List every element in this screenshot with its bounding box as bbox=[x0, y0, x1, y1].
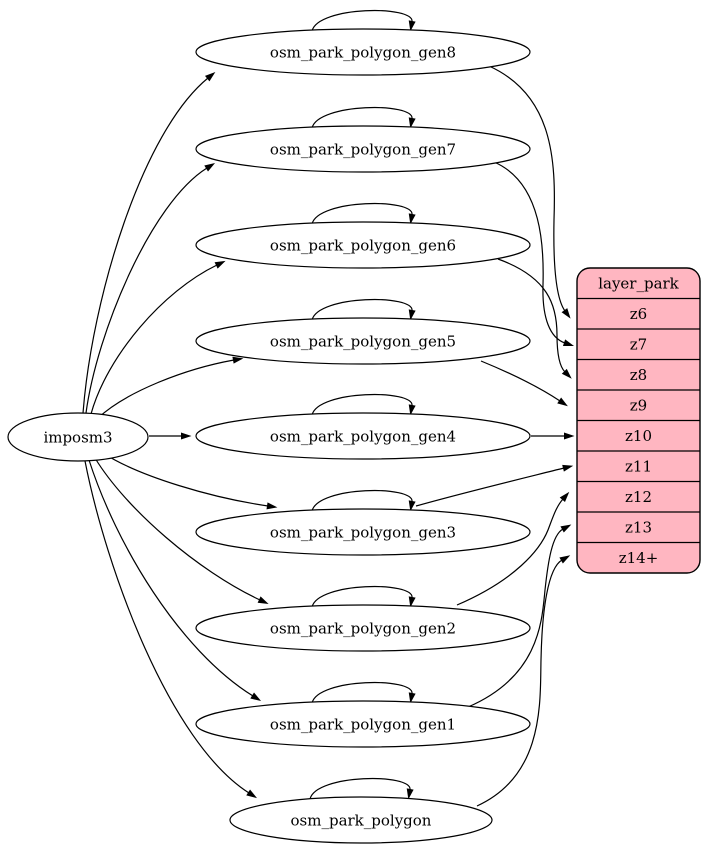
node-label: imposm3 bbox=[43, 428, 112, 446]
edge-osm_park_polygon_gen8-to-z6 bbox=[488, 65, 571, 319]
node-ellipse bbox=[195, 412, 531, 460]
self-loop-osm_park_polygon bbox=[309, 777, 414, 800]
edge-imposm3-to-osm_park_polygon bbox=[84, 460, 258, 799]
node-ellipse bbox=[229, 796, 493, 844]
edge-osm_park_polygon_gen3-to-z11 bbox=[415, 464, 574, 507]
node-label: osm_park_polygon_gen7 bbox=[270, 140, 456, 158]
edge-osm_park_polygon_gen7-to-z7 bbox=[493, 161, 575, 347]
node-ellipse bbox=[195, 28, 531, 76]
edge-imposm3-to-osm_park_polygon_gen6 bbox=[90, 260, 226, 415]
edge-imposm3-to-osm_park_polygon_gen2 bbox=[94, 457, 269, 605]
self-loop-osm_park_polygon_gen3 bbox=[311, 489, 416, 512]
node-label: osm_park_polygon_gen1 bbox=[270, 715, 456, 733]
node-ellipse bbox=[195, 221, 531, 269]
graph-node-osm_park_polygon_gen4: osm_park_polygon_gen4 bbox=[195, 412, 531, 460]
node-label: osm_park_polygon_gen2 bbox=[270, 619, 456, 637]
table-row-z7: z7 bbox=[630, 336, 647, 354]
graph-node-osm_park_polygon_gen6: osm_park_polygon_gen6 bbox=[195, 221, 531, 269]
self-loop-osm_park_polygon_gen5 bbox=[311, 298, 416, 321]
edge-osm_park_polygon_gen6-to-z8 bbox=[497, 258, 572, 379]
graph-node-osm_park_polygon: osm_park_polygon bbox=[229, 796, 493, 844]
table-row-z10: z10 bbox=[625, 427, 652, 445]
node-ellipse bbox=[195, 125, 531, 173]
edge-imposm3-to-osm_park_polygon_gen5 bbox=[97, 356, 244, 419]
table-row-z11: z11 bbox=[625, 458, 652, 476]
self-loop-osm_park_polygon_gen1 bbox=[311, 681, 416, 704]
self-loop-osm_park_polygon_gen6 bbox=[311, 202, 416, 225]
node-label: osm_park_polygon_gen6 bbox=[270, 236, 456, 254]
self-loop-osm_park_polygon_gen8 bbox=[311, 9, 416, 32]
node-label: osm_park_polygon_gen8 bbox=[270, 43, 456, 61]
edge-imposm3-to-osm_park_polygon_gen8 bbox=[82, 71, 216, 414]
table-row-z8: z8 bbox=[630, 366, 647, 384]
table-row-z9: z9 bbox=[630, 397, 647, 415]
graph-node-osm_park_polygon_gen3: osm_park_polygon_gen3 bbox=[195, 508, 531, 556]
table-row-z14+: z14+ bbox=[619, 549, 659, 567]
node-ellipse bbox=[195, 700, 531, 748]
node-ellipse bbox=[7, 412, 149, 462]
graph-node-osm_park_polygon_gen7: osm_park_polygon_gen7 bbox=[195, 125, 531, 173]
node-label: osm_park_polygon_gen4 bbox=[270, 427, 456, 445]
self-loop-osm_park_polygon_gen7 bbox=[311, 106, 416, 129]
table-row-label: z12 bbox=[625, 488, 652, 506]
self-loop-osm_park_polygon_gen2 bbox=[311, 585, 416, 608]
graph-node-osm_park_polygon_gen8: osm_park_polygon_gen8 bbox=[195, 28, 531, 76]
table-row-z6: z6 bbox=[630, 305, 647, 323]
table-row-label: z10 bbox=[625, 427, 652, 445]
edge-imposm3-to-osm_park_polygon_gen3 bbox=[102, 452, 278, 510]
table-row-label: z9 bbox=[630, 397, 647, 415]
node-label: osm_park_polygon_gen5 bbox=[270, 332, 456, 350]
table-row-z12: z12 bbox=[625, 488, 652, 506]
node-ellipse bbox=[195, 604, 531, 652]
graph-node-imposm3: imposm3 bbox=[7, 412, 149, 462]
edge-osm_park_polygon_gen5-to-z9 bbox=[480, 360, 568, 407]
table-row-z13: z13 bbox=[625, 519, 652, 537]
node-ellipse bbox=[195, 317, 531, 365]
edge-osm_park_polygon_gen2-to-z12 bbox=[456, 491, 570, 606]
table-row-label: z7 bbox=[630, 336, 647, 354]
table-title: layer_park bbox=[598, 275, 679, 293]
table-row-label: z11 bbox=[625, 458, 652, 476]
layer-park-table: layer_park z6 z7 z8 z9 z10 z11 z12 z13 z14+ bbox=[576, 267, 701, 574]
edge-osm_park_polygon_gen1-to-z13 bbox=[467, 524, 572, 708]
graph-node-osm_park_polygon_gen2: osm_park_polygon_gen2 bbox=[195, 604, 531, 652]
table-row-label: z8 bbox=[630, 366, 647, 384]
edge-osm_park_polygon-to-z14+ bbox=[476, 555, 571, 807]
node-label: osm_park_polygon_gen3 bbox=[270, 523, 456, 541]
self-loop-osm_park_polygon_gen4 bbox=[311, 393, 416, 416]
node-ellipse bbox=[195, 508, 531, 556]
table-row-label: z14+ bbox=[619, 549, 659, 567]
edge-imposm3-to-osm_park_polygon_gen1 bbox=[88, 459, 262, 702]
graph-node-osm_park_polygon_gen1: osm_park_polygon_gen1 bbox=[195, 700, 531, 748]
graph-node-osm_park_polygon_gen5: osm_park_polygon_gen5 bbox=[195, 317, 531, 365]
table-row-label: z13 bbox=[625, 519, 652, 537]
table-row-label: z6 bbox=[630, 305, 647, 323]
node-label: osm_park_polygon bbox=[291, 811, 432, 829]
edge-imposm3-to-osm_park_polygon_gen7 bbox=[85, 162, 216, 414]
